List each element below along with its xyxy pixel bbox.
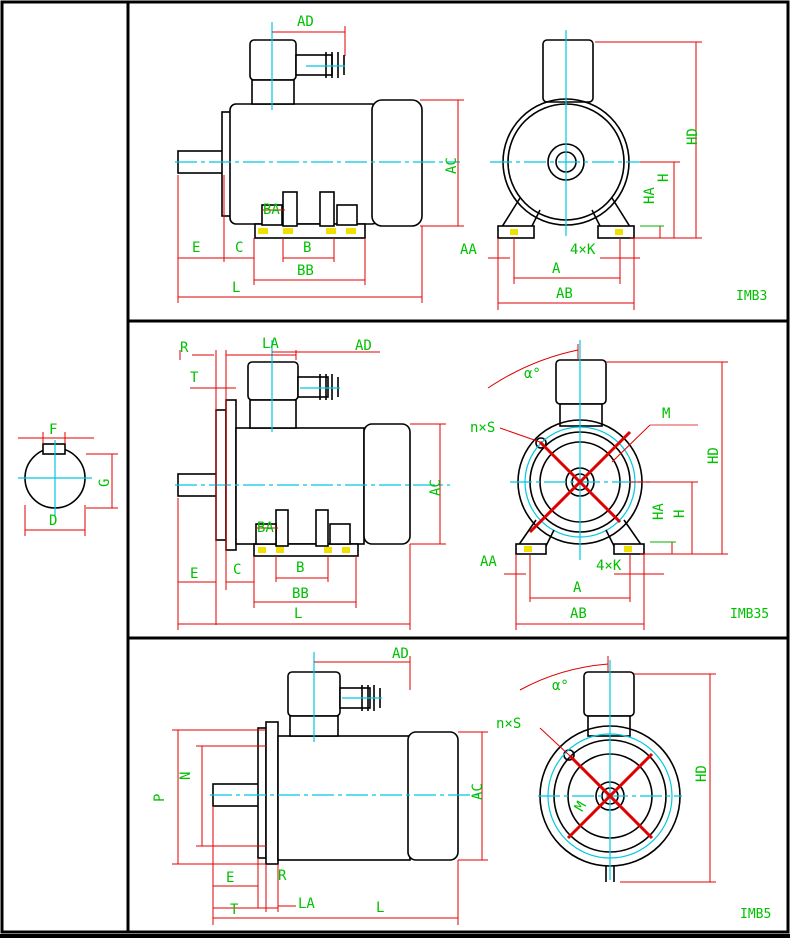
imb35-l-label: L	[294, 606, 302, 622]
imb35-t-label: T	[190, 370, 199, 386]
imb3-side-view: AD AC BA E C B BB L	[175, 14, 464, 303]
imb5-e-label: E	[226, 870, 234, 886]
imb3-l-label: L	[232, 280, 240, 296]
imb35-la-label: LA	[262, 336, 279, 352]
shaft-diameter-label: D	[49, 513, 57, 529]
imb5-ns-label: n×S	[496, 716, 521, 732]
imb3-hd-label: HD	[685, 128, 701, 145]
shaft-key-depth-label: G	[97, 479, 113, 487]
imb35-h-label: H	[672, 510, 688, 518]
imb5-ad-label: AD	[392, 646, 409, 662]
imb3-aa-label: AA	[460, 242, 477, 258]
shaft-key-width-label: F	[49, 422, 57, 438]
imb35-aa-label: AA	[480, 554, 497, 570]
imb5-n-label: N	[178, 772, 194, 780]
imb35-end-view: α° M n×S HD H HA AA 4×K A AB	[470, 340, 728, 630]
imb3-h-label: H	[656, 174, 672, 182]
imb35-b-label: B	[296, 560, 304, 576]
imb3-c-label: C	[235, 240, 243, 256]
imb5-ac-label: AC	[470, 783, 486, 800]
imb5-r-label: R	[278, 868, 287, 884]
imb3-bb-label: BB	[297, 263, 314, 279]
imb35-ad-label: AD	[355, 338, 372, 354]
imb35-ha-label: HA	[651, 503, 667, 520]
imb3-end-view: HD H HA AA 4×K A AB	[460, 30, 702, 310]
imb35-mount-tag: IMB35	[730, 607, 769, 622]
imb5-mount-tag: IMB5	[740, 907, 771, 922]
imb3-b-label: B	[303, 240, 311, 256]
imb5-end-view: α° n×S M HD	[496, 656, 716, 883]
imb5-side-view: AD P N AC E R T LA L	[152, 646, 488, 925]
imb5-l-label: L	[376, 900, 384, 916]
imb35-e-label: E	[190, 566, 198, 582]
imb3-ad-label: AD	[297, 14, 314, 30]
imb35-4k-label: 4×K	[596, 558, 622, 574]
imb35-m-label: M	[662, 406, 670, 422]
panel-imb35: R LA AD T AC BA E C B BB L	[175, 336, 769, 630]
imb5-la-label: LA	[298, 896, 315, 912]
imb35-bb-label: BB	[292, 586, 309, 602]
imb35-c-label: C	[233, 562, 241, 578]
imb35-alpha-label: α°	[524, 366, 541, 382]
imb5-m-label: M	[572, 799, 590, 814]
imb35-ba-label: BA	[257, 520, 274, 536]
imb35-ab-label: AB	[570, 606, 587, 622]
imb5-p-label: P	[152, 794, 168, 802]
imb5-t-label: T	[230, 902, 239, 918]
imb35-side-view: R LA AD T AC BA E C B BB L	[175, 336, 450, 630]
imb3-mount-tag: IMB3	[736, 289, 767, 304]
imb3-ba-label: BA	[263, 202, 280, 218]
imb3-ha-label: HA	[642, 187, 658, 204]
imb3-ac-label: AC	[444, 157, 460, 174]
panel-imb3: AD AC BA E C B BB L	[175, 14, 767, 310]
imb35-hd-label: HD	[706, 447, 722, 464]
imb35-r-label: R	[180, 340, 189, 356]
panel-imb5: AD P N AC E R T LA L	[152, 646, 771, 925]
imb5-hd-label: HD	[694, 765, 710, 782]
shaft-section-view: F G D	[18, 422, 118, 536]
imb5-alpha-label: α°	[552, 678, 569, 694]
imb3-e-label: E	[192, 240, 200, 256]
imb3-a-label: A	[552, 261, 561, 277]
imb35-a-label: A	[573, 580, 582, 596]
imb35-ac-label: AC	[428, 479, 444, 496]
imb3-ab-label: AB	[556, 286, 573, 302]
imb35-ns-label: n×S	[470, 420, 495, 436]
imb3-4k-label: 4×K	[570, 242, 596, 258]
